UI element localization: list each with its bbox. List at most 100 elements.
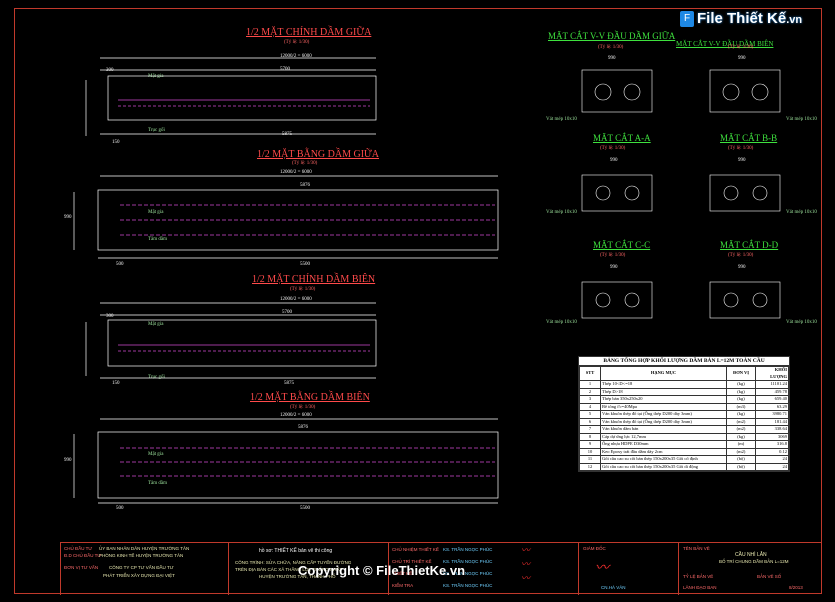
section-note-5: Vát mép 10x10 [546, 320, 577, 325]
table-cell-stt: 7 [579, 425, 601, 434]
title-block-director: GIÁM ĐỐC 〰 CN.HÀ VĂN [578, 543, 678, 595]
table-cell-stt: 11 [579, 455, 601, 464]
table-cell-unit: (kg) [726, 410, 756, 419]
table-cell-stt: 9 [579, 440, 601, 449]
section-scale-1: (Tỷ lệ: 1/30) [598, 45, 624, 50]
table-cell-unit: (m2) [726, 447, 756, 456]
role-3: THIẾT KẾ [392, 571, 413, 576]
table-cell-qty: 316.8 [755, 440, 789, 449]
director-label: GIÁM ĐỐC [583, 546, 606, 551]
elevation-mid-tendons [118, 99, 370, 107]
view-dim-left-3: 300 [106, 314, 114, 319]
view-dim-top-2: 12000/2 = 6000 [280, 170, 312, 175]
view-label-a-2: Mặt gia [148, 210, 164, 215]
view-scale-3: (Tỷ lệ: 1/30) [290, 287, 316, 292]
table-cell-qty: 459.78 [755, 387, 789, 396]
view-title-2: 1/2 MẶT BẰNG DẦM GIỮA [257, 149, 380, 160]
section-scale-5: (Tỷ lệ: 1/30) [600, 253, 626, 258]
view-dim-bot-1: 5875 [282, 132, 292, 137]
view-dim-bot-4: 5500 [300, 506, 310, 511]
rep-label: Đ.D CHỦ ĐẦU TƯ [64, 553, 102, 558]
table-cell-item: Gối cầu cao su cốt bản thép 150x200x35 G… [600, 455, 727, 464]
title-block-roles: CHỦ NHIỆM THIẾT KẾ KS. TRẦN NGỌC PHÚC CH… [388, 543, 578, 595]
table-cell-item: Thép D>18 [600, 387, 727, 396]
section-width-6: 990 [738, 265, 746, 270]
section-scale-3: (Tỷ lệ: 1/30) [600, 146, 626, 151]
view-dim-mid-2: 5876 [300, 183, 310, 188]
watermark: F File Thiết Kế.vn [680, 10, 802, 27]
view-dim-mid-1: 5700 [280, 67, 290, 72]
table-cell-item: Cáp dự ứng lực 12,7mm [600, 432, 727, 441]
table-cell-qty: 3980.71 [755, 410, 789, 419]
drawing-frame [14, 8, 822, 594]
view-scale-2: (Tỷ lệ: 1/30) [292, 161, 318, 166]
view-dim-left-1: 300 [106, 68, 114, 73]
consult-line-1: CÔNG TY CP TƯ VẤN ĐẦU TƯ [109, 565, 174, 570]
drawing-line-1: CẦU NHÌ LẪN [735, 552, 767, 558]
table-cell-qty: 181.44 [755, 417, 789, 426]
table-cell-unit: (bộ) [726, 455, 756, 464]
table-cell-unit: (m2) [726, 417, 756, 426]
section-width-3: 990 [610, 158, 618, 163]
consult-line-2: PHÁT TRIỂN XÂY DỰNG ĐẠI VIỆT [103, 573, 175, 578]
table-cell-unit: (kg) [726, 432, 756, 441]
view-label-b-3: Trục gối [148, 375, 165, 380]
section-width-4: 990 [738, 158, 746, 163]
project-line-1: CÔNG TRÌNH: SỬA CHỮA, NÂNG CẤP TUYẾN ĐƯỜ… [235, 560, 352, 565]
title-block-owner: CHỦ ĐẦU TƯ ỦY BAN NHÂN DÂN HUYỆN TRƯỜNG … [60, 543, 228, 595]
table-cell-item: Ống nhựa HDPE D30mm [600, 440, 727, 449]
section-shapes [581, 69, 781, 319]
table-header-unit: ĐƠN VỊ [726, 366, 756, 381]
section-note-3: Vát mép 10x10 [546, 210, 577, 215]
consult-label: ĐƠN VỊ TƯ VẤN [64, 565, 99, 570]
section-note-2: Vát mép 10x10 [786, 117, 817, 122]
role-name-2: KS. TRẦN NGỌC PHÚC [443, 559, 493, 564]
table-cell-stt: 8 [579, 432, 601, 441]
role-1: CHỦ NHIỆM THIẾT KẾ [392, 547, 439, 552]
watermark-copyright: Copyright © FileThietKe.vn [298, 563, 466, 578]
table-cell-stt: 1 [579, 380, 601, 389]
table-cell-qty: 63.29 [755, 402, 789, 411]
view-label-a-4: Mặt gia [148, 452, 164, 457]
table-cell-item: Ván khuôn thép đổ tại (Ống thép D200 dày… [600, 410, 727, 419]
table-cell-stt: 3 [579, 395, 601, 404]
plan-edge-tendons [120, 447, 495, 477]
table-header-item: HẠNG MỤC [600, 366, 727, 381]
table-cell-unit: (m3) [726, 402, 756, 411]
table-cell-stt: 2 [579, 387, 601, 396]
view-label-a-1: Mặt gia [148, 74, 164, 79]
table-cell-item: Ván khuôn thép đổ tại (Ống thép D200 dày… [600, 417, 727, 426]
role-4: KIỂM TRA [392, 583, 414, 588]
watermark-logo-icon: F [680, 10, 694, 27]
table-cell-unit: (m) [726, 440, 756, 449]
section-note-4: Vát mép 10x10 [786, 210, 817, 215]
title-block-drawing: TÊN BẢN VẼ CẦU NHÌ LẪN BỐ TRÍ CHUNG DẦM … [678, 543, 822, 595]
owner-label: CHỦ ĐẦU TƯ [64, 546, 93, 551]
table-cell-stt: 5 [579, 410, 601, 419]
signature-1: 〰 [521, 545, 531, 555]
elevation-edge [85, 302, 377, 379]
director-name: CN.HÀ VĂN [601, 585, 626, 590]
title-block-project: hồ sơ: THIẾT KẾ bản vẽ thi công CÔNG TRÌ… [228, 543, 388, 595]
view-title-1: 1/2 MẶT CHÍNH DẦM GIỮA [246, 27, 372, 38]
table-cell-item: Gối cầu cao su cốt bản thép 150x200x35 G… [600, 462, 727, 471]
sheet-label: BẢN VẼ SỐ [757, 574, 782, 579]
section-title-3: MẶT CẮT A-A [593, 133, 651, 143]
drawing-date: 8/2013 [789, 585, 803, 590]
plan-mid [73, 175, 499, 259]
section-title-5: MẶT CẮT C-C [593, 240, 651, 250]
view-dim-bot-2: 5500 [300, 262, 310, 267]
view-scale-4: (Tỷ lệ: 1/30) [290, 405, 316, 410]
view-dim-top-3: 12000/2 = 6000 [280, 297, 312, 302]
ratio-label: TỶ LỆ BẢN VẼ [683, 574, 714, 579]
project-line-3: HUYỆN TRƯỜNG TÂN, THÀNH PHỐ [259, 574, 336, 579]
section-title-4: MẶT CẮT B-B [720, 133, 778, 143]
watermark-brand: File Thiết Kế.vn [697, 10, 803, 27]
